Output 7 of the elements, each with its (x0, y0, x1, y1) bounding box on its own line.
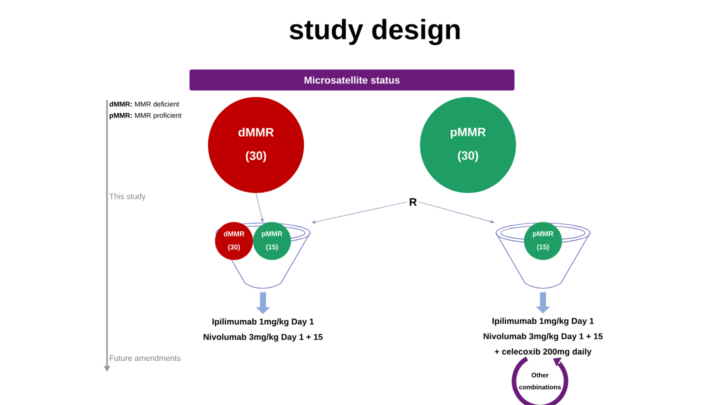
title: study design (290, 18, 460, 46)
label-text: This study (109, 193, 146, 201)
treatment-text: Ipilimumab 1mg/kg Day 1 Nivolumab 3mg/kg Day 1 + 15 (204, 318, 323, 342)
randomisation-label: R (410, 198, 417, 206)
label-text: Future amendments (110, 355, 180, 361)
header-banner: Microsatellite status (190, 70, 514, 90)
treatment-text: Ipilimumab 1mg/kg Day 1 Nivolumab 3mg/kg Day 1 + 15 + celecoxib 200mg daily (484, 318, 603, 356)
